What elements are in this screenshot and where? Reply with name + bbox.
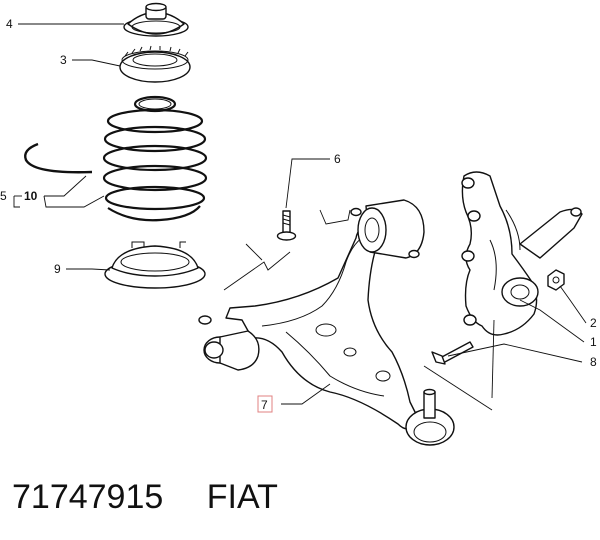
lower-control-arm: [198, 199, 455, 446]
label-10: 10: [24, 189, 38, 203]
label-9: 9: [54, 262, 61, 276]
parts-caption: 71747915 FIAT: [12, 472, 278, 522]
coil-spring: [102, 95, 208, 222]
label-7-highlight-box: [257, 395, 273, 413]
label-1: 1: [590, 335, 597, 349]
steering-knuckle: [461, 171, 583, 336]
nut: [547, 269, 565, 291]
label-8: 8: [590, 355, 597, 369]
spring-clip: [24, 142, 93, 174]
guide-lines: [223, 209, 495, 411]
brand-name: FIAT: [206, 478, 278, 516]
label-6: 6: [334, 152, 341, 166]
part-number: 71747915: [12, 478, 164, 516]
strut-top-mount: [123, 2, 189, 37]
label-4: 4: [6, 17, 13, 31]
label-5: 5: [0, 189, 7, 203]
label-7: 7: [261, 398, 268, 412]
bolt-long: [431, 341, 474, 365]
leader-lines: [13, 23, 587, 405]
label-2: 2: [590, 316, 597, 330]
label-3: 3: [60, 53, 67, 67]
lower-spring-seat: [104, 241, 206, 289]
strut-bearing-ring: [119, 45, 191, 83]
exploded-parts-diagram: 4 3 5 10 9 6 7 8 1 2: [0, 2, 597, 446]
bolt-short: [276, 210, 297, 241]
